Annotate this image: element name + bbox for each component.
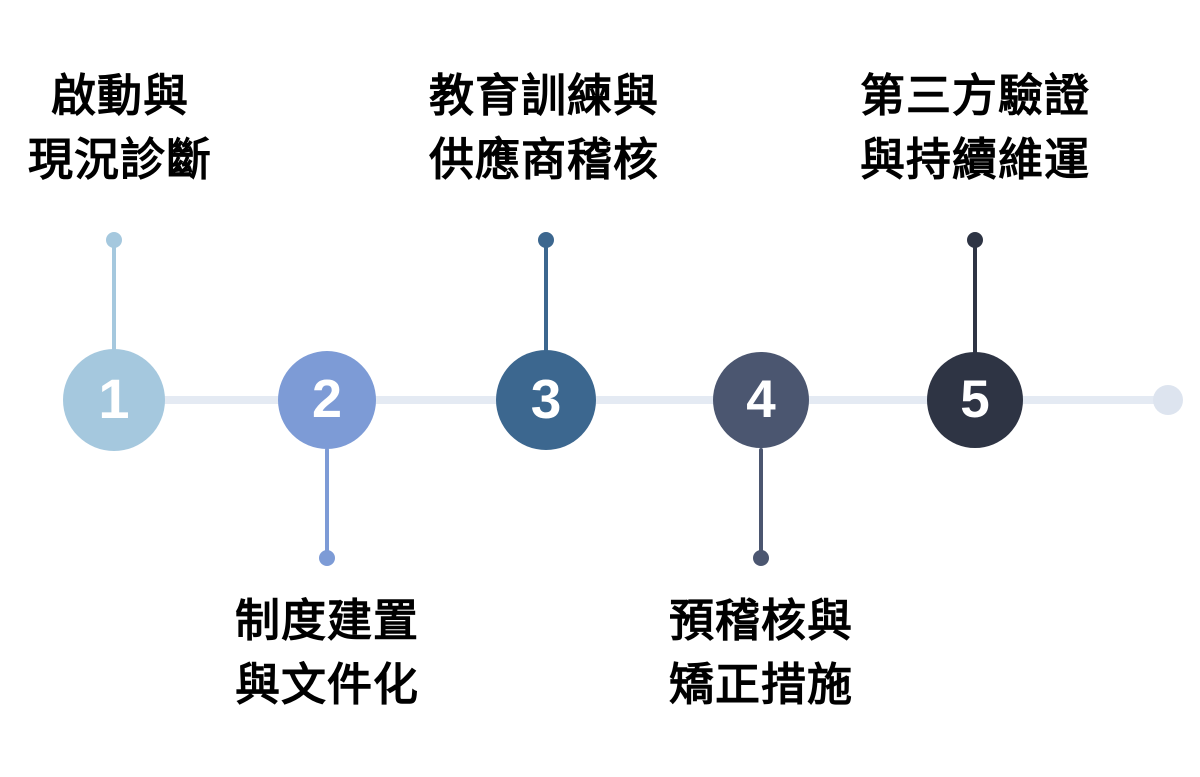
step-label-2-line-1: 制度建置 [234, 594, 419, 647]
stem-connector-2 [325, 448, 329, 560]
step-label-4-line-1: 預稽核與 [668, 594, 853, 647]
step-label-3: 教育訓練與 供應商稽核 [396, 64, 692, 192]
timeline-baseline [112, 396, 1170, 404]
step-label-4: 預稽核與 矯正措施 [641, 589, 881, 717]
step-label-3-line-2: 供應商稽核 [428, 132, 659, 186]
step-label-4-line-2: 矯正措施 [668, 657, 853, 711]
step-label-5: 第三方驗證 與持續維運 [827, 64, 1123, 192]
step-number-2: 2 [311, 369, 343, 429]
step-label-5-line-1: 第三方驗證 [859, 69, 1090, 122]
step-label-1-line-1: 啟動與 [50, 69, 189, 122]
step-label-5-line-2: 與持續維運 [859, 132, 1090, 186]
step-node-circle-1[interactable]: 1 [63, 349, 165, 451]
step-node-circle-3[interactable]: 3 [496, 350, 596, 450]
step-number-5: 5 [960, 369, 990, 429]
step-label-3-line-1: 教育訓練與 [428, 69, 659, 122]
stem-connector-5 [973, 240, 977, 354]
stem-connector-3 [544, 240, 548, 352]
step-node-circle-5[interactable]: 5 [927, 352, 1023, 448]
step-label-1-line-2: 現況診斷 [27, 132, 212, 186]
stem-connector-4 [759, 448, 763, 560]
step-number-4: 4 [746, 369, 776, 429]
stem-connector-1 [112, 240, 116, 352]
step-node-circle-2[interactable]: 2 [278, 351, 376, 449]
step-label-1: 啟動與 現況診斷 [0, 64, 240, 192]
stem-dot-icon-4 [753, 550, 769, 566]
timeline-end-dot-icon [1153, 385, 1183, 415]
step-node-circle-4[interactable]: 4 [713, 352, 809, 448]
step-label-2: 制度建置 與文件化 [207, 589, 447, 717]
step-number-3: 3 [530, 367, 562, 430]
step-label-2-line-2: 與文件化 [234, 657, 419, 711]
stem-dot-icon-2 [319, 550, 335, 566]
step-number-1: 1 [98, 367, 130, 430]
